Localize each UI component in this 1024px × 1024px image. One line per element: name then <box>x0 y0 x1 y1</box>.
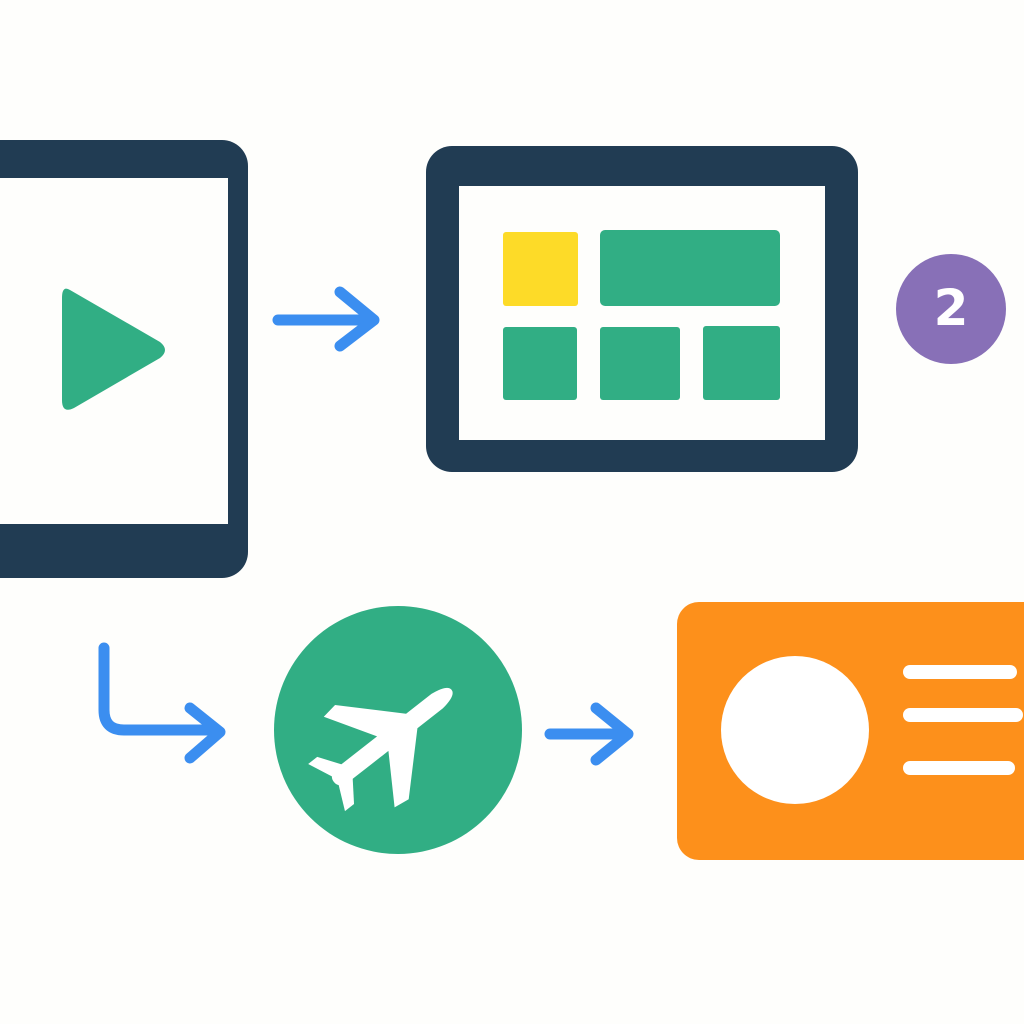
tile-yellow <box>503 232 578 306</box>
step-number-label: 2 <box>933 279 969 337</box>
tablet-screen <box>459 186 825 440</box>
profile-card-icon <box>903 665 1023 775</box>
step-number-badge: 2 <box>896 254 1006 364</box>
tile-bottom-middle <box>600 327 680 400</box>
profile-avatar-circle <box>721 656 869 804</box>
travel-node <box>274 606 522 854</box>
play-icon <box>62 288 165 410</box>
profile-card <box>677 602 1024 860</box>
tile-wide <box>600 230 780 306</box>
dashboard-grid-icon <box>503 230 780 400</box>
tile-bottom-left <box>503 327 577 400</box>
arrow-phone-to-tablet <box>272 286 380 352</box>
tablet-device <box>426 146 858 472</box>
arrow-phone-to-travel <box>98 642 226 764</box>
tile-bottom-right <box>703 326 780 400</box>
phone-device <box>0 140 248 578</box>
arrow-travel-to-card <box>544 702 634 766</box>
airplane-icon <box>308 687 453 812</box>
